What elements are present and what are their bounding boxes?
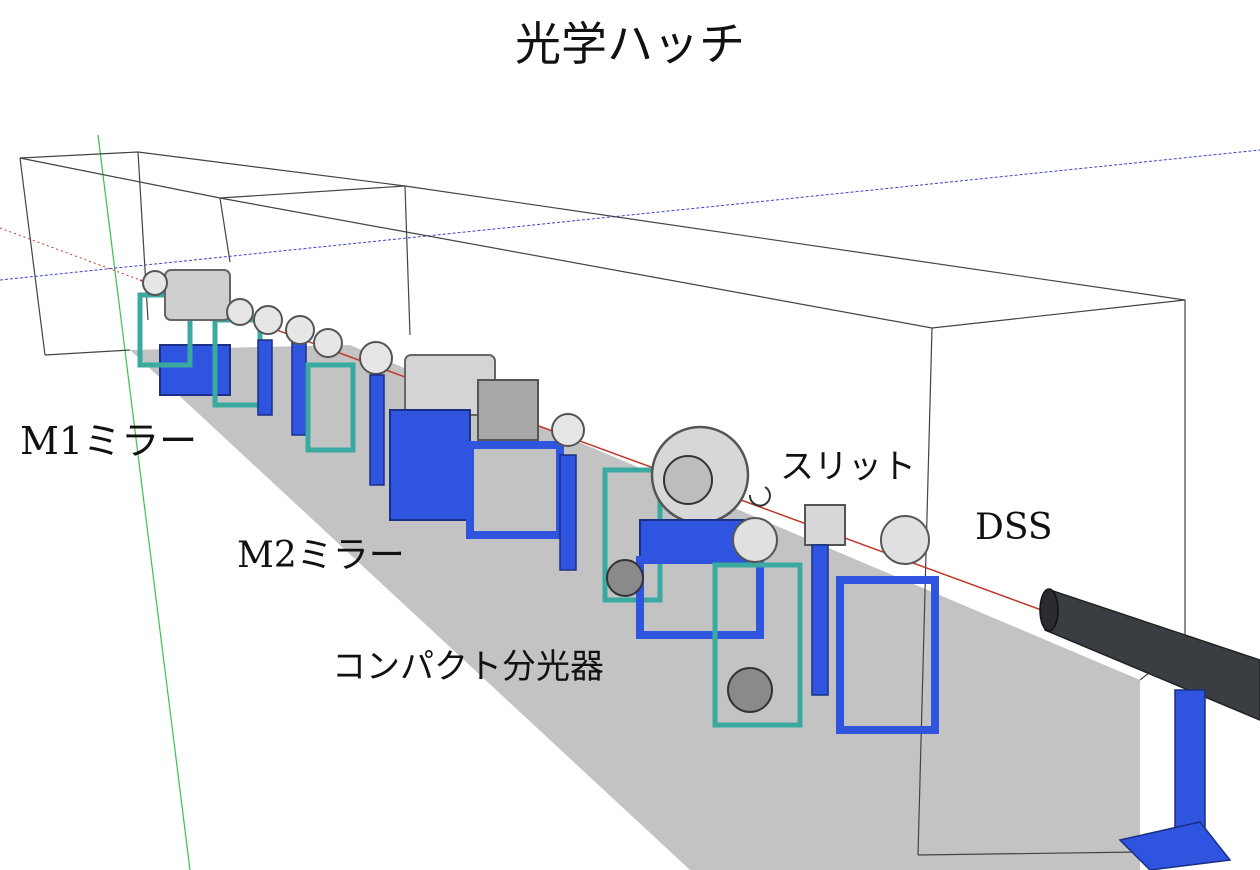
m1-port-3 xyxy=(253,305,283,335)
red-axis-left xyxy=(0,227,141,281)
m2-port-3 xyxy=(359,341,393,375)
m2-port-2 xyxy=(313,328,343,358)
m2-port xyxy=(285,315,315,345)
m2-stand-2 xyxy=(369,374,385,486)
page-title: 光学ハッチ xyxy=(515,17,745,71)
dss-cross xyxy=(880,515,930,565)
label-slit: スリット xyxy=(780,447,916,487)
slit-ring xyxy=(748,486,771,507)
m2-stand-3 xyxy=(559,454,577,571)
compact-spectrometer-assembly xyxy=(602,425,803,728)
spectrometer-base xyxy=(636,556,764,639)
m1-port-2 xyxy=(226,298,254,326)
spectrometer-motor xyxy=(727,667,773,713)
m1-stand xyxy=(257,339,273,416)
dss-stand-frame xyxy=(836,576,939,734)
pipe-stand-base xyxy=(1118,821,1232,870)
pipe-stand xyxy=(1174,689,1206,841)
m1-chamber xyxy=(164,269,231,321)
m2-base xyxy=(389,409,471,521)
spectrometer-motor-2 xyxy=(606,559,644,597)
spectrometer-elbow xyxy=(732,517,778,563)
blue-axis xyxy=(0,149,1260,281)
slit-stand xyxy=(811,544,829,696)
spectrometer-sub-frame xyxy=(712,562,803,728)
m1-port xyxy=(142,270,168,296)
slit-assembly xyxy=(748,486,846,696)
label-m2-mirror: M2ミラー xyxy=(237,535,405,576)
m2-mirror-assembly xyxy=(285,315,585,571)
green-axis xyxy=(97,134,191,870)
floor-strip xyxy=(130,345,1140,870)
label-compact-spectrometer: コンパクト分光器 xyxy=(332,647,604,687)
hutch-outline xyxy=(19,151,1186,856)
slit-body xyxy=(804,504,846,546)
m2-frame xyxy=(305,362,356,453)
label-dss: DSS xyxy=(975,507,1053,548)
label-m1-mirror: M1ミラー xyxy=(20,419,198,463)
m2-box xyxy=(477,379,539,441)
m1-mirror-assembly xyxy=(137,269,283,416)
pipe-end xyxy=(1039,588,1059,632)
dss-assembly xyxy=(836,515,939,734)
m2-port-4 xyxy=(551,413,585,447)
m1-base xyxy=(159,344,231,396)
exit-pipe xyxy=(1039,588,1260,870)
m2-stand xyxy=(291,339,307,436)
spectrometer-window xyxy=(663,455,713,505)
